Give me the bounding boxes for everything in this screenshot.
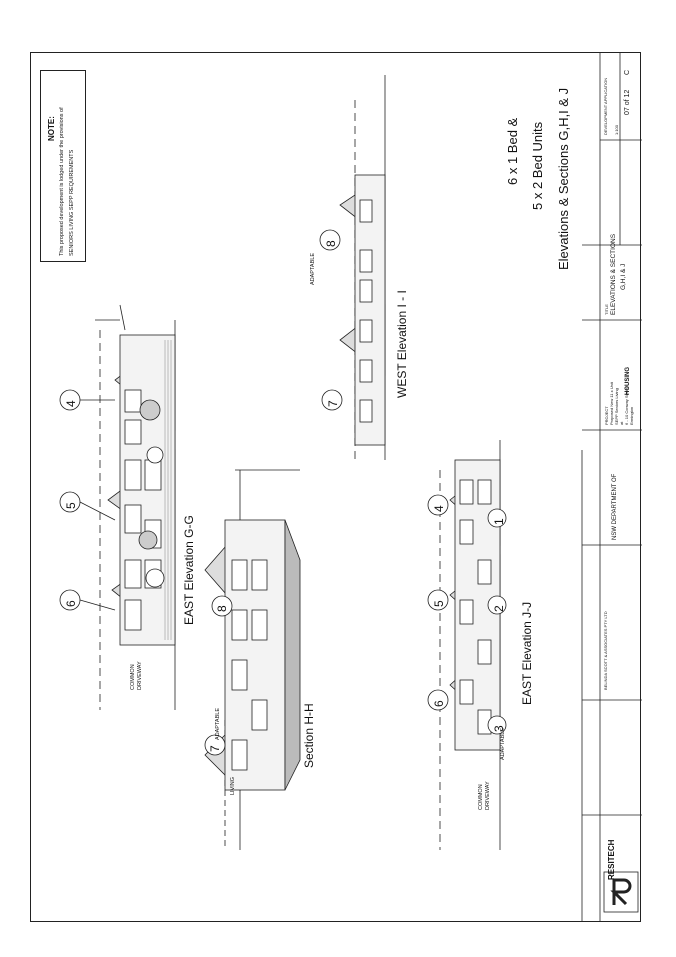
unit-j-1: 1 xyxy=(492,518,506,525)
adaptable-h: ADAPTABLE xyxy=(215,708,221,740)
adaptable-j: ADAPTABLE xyxy=(500,728,506,760)
project-line-5: Ermington xyxy=(629,406,634,425)
unit-j-4: 4 xyxy=(432,505,446,512)
unit-j-6: 6 xyxy=(432,700,446,707)
east-elevation-gg-drawing xyxy=(59,304,176,710)
view-section-hh: Section H-H xyxy=(302,703,316,768)
note-box: NOTE: This proposed development is lodge… xyxy=(40,70,86,262)
adaptable-i: ADAPTABLE xyxy=(310,253,316,285)
unit-h-8: 8 xyxy=(215,605,229,612)
view-west-ii: WEST Elevation I - I xyxy=(395,290,409,398)
revision: C xyxy=(624,69,631,75)
title-line-2: G,H,I & J xyxy=(620,263,627,290)
east-elevation-jj-drawing xyxy=(427,440,507,850)
title-block-grid xyxy=(581,53,642,922)
common-driveway-g-2: DRIVEWAY xyxy=(137,661,143,690)
view-east-jj: EAST Elevation J-J xyxy=(520,601,534,705)
common-driveway-g-1: COMMON xyxy=(130,664,136,690)
drawing-sheet xyxy=(30,52,641,922)
stage-label: DEVELOPMENT APPLICATION xyxy=(603,77,608,135)
west-elevation-ii-drawing xyxy=(319,75,386,460)
unit-j-2: 2 xyxy=(492,605,506,612)
unit-h-7: 7 xyxy=(208,745,222,752)
unit-i-8: 8 xyxy=(324,240,338,247)
sheet-number: 07 of 12 xyxy=(624,89,631,115)
client-name: NSW DEPARTMENT OF xyxy=(612,473,618,540)
unit-g-5: 5 xyxy=(64,502,78,509)
section-hh-drawing xyxy=(204,469,301,850)
common-driveway-j-1: COMMON xyxy=(478,784,484,810)
title-label: TITLE xyxy=(604,304,609,315)
unit-i-7: 7 xyxy=(326,400,340,407)
unit-g-6: 6 xyxy=(64,600,78,607)
view-east-gg: EAST Elevation G-G xyxy=(182,515,196,625)
title-line-1: ELEVATIONS & SECTIONS xyxy=(610,233,617,315)
common-driveway-j-2: DRIVEWAY xyxy=(485,781,491,810)
living-label: LIVING xyxy=(230,776,236,795)
unit-g-4: 4 xyxy=(64,400,78,407)
project-line-2: SEPP Seniors Living xyxy=(614,388,619,425)
engineer-name: BELINDA SCOTT & ASSOCIATES PTY LTD xyxy=(603,611,608,690)
unit-j-5: 5 xyxy=(432,600,446,607)
elevation-drawings xyxy=(59,53,642,922)
architect-name: RESITECH xyxy=(607,839,616,880)
scale-value: 1:100 xyxy=(614,124,619,135)
